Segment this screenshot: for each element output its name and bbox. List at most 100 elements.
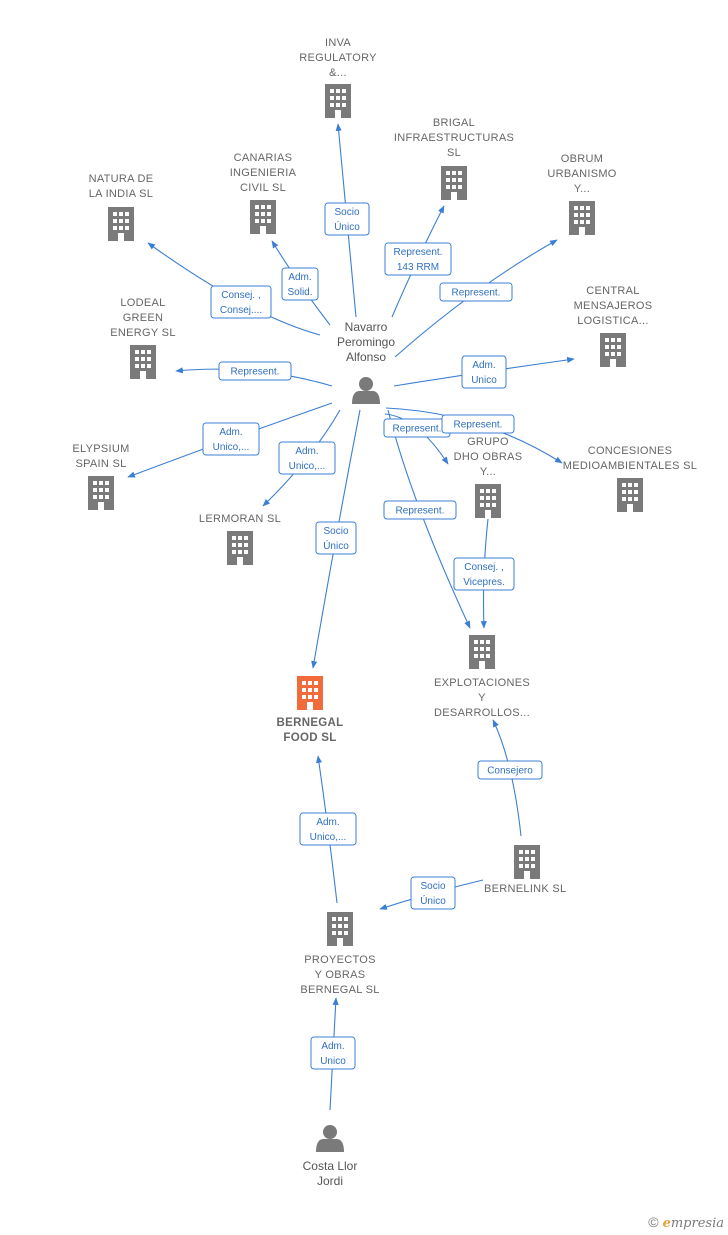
node-label: URBANISMO	[547, 168, 616, 180]
node-bernelink[interactable]: BERNELINK SL	[484, 845, 566, 895]
node-label: CIVIL SL	[240, 182, 286, 194]
building-icon	[250, 200, 276, 234]
node-label: INFRAESTRUCTURAS	[394, 132, 514, 144]
relation-tag-costa-proyectos[interactable]: Adm. Unico	[310, 1036, 356, 1070]
relation-tag-navarro-obrum[interactable]: Represent.	[439, 282, 513, 302]
brand-logo-e: e	[662, 1216, 671, 1231]
relation-tag-text: Consej. ,	[464, 562, 503, 573]
node-explotaciones[interactable]: EXPLOTACIONESYDESARROLLOS...	[434, 635, 530, 719]
relation-tag-navarro-explotaciones[interactable]: Represent.	[383, 500, 457, 520]
building-icon	[469, 635, 495, 669]
building-icon	[327, 912, 353, 946]
node-label: INGENIERIA	[230, 167, 297, 179]
relation-tag-bernelink-explotaciones[interactable]: Consejero	[477, 760, 543, 780]
relation-tag-text: Consej....	[220, 305, 262, 316]
relation-tag-navarro-central[interactable]: Adm. Unico	[461, 355, 507, 389]
relation-tag-text: Adm.	[321, 1041, 344, 1052]
node-label: REGULATORY	[299, 52, 377, 64]
relation-tag-box	[218, 361, 292, 381]
nodes-layer: INVAREGULATORY&...BRIGALINFRAESTRUCTURAS…	[72, 37, 697, 1188]
relation-tag-navarro-brigal[interactable]: Represent.143 RRM	[384, 242, 452, 276]
relation-tag-proyectos-bernegal_food[interactable]: Adm. Unico,...	[299, 812, 357, 846]
relation-tag-box	[383, 500, 457, 520]
relation-tag-text: Solid.	[287, 287, 312, 298]
node-label: ELYPSIUM	[72, 443, 129, 455]
node-bernegal_food[interactable]: BERNEGAL FOOD SL	[277, 676, 344, 744]
relation-tag-navarro-concesiones[interactable]: Represent.	[441, 414, 515, 434]
relation-tag-box	[315, 521, 357, 555]
node-lermoran[interactable]: LERMORAN SL	[199, 513, 281, 565]
building-icon	[475, 484, 501, 518]
relation-tag-text: Adm.	[295, 446, 318, 457]
building-icon	[130, 345, 156, 379]
relation-tag-box	[278, 441, 336, 475]
person-icon	[352, 377, 380, 404]
node-label: SL	[447, 147, 461, 159]
node-label: Y...	[480, 466, 496, 478]
node-label: INVA	[325, 37, 351, 49]
node-label: LOGISTICA...	[577, 315, 648, 327]
relation-tag-text: Socio	[323, 526, 348, 537]
empresia-logo[interactable]: ©empresia	[648, 1214, 724, 1231]
relation-tag-text: Vicepres.	[463, 577, 505, 588]
relation-tag-text: Socio	[420, 881, 445, 892]
building-icon	[88, 476, 114, 510]
relation-tag-box	[453, 557, 515, 591]
node-label: &...	[329, 67, 347, 79]
relation-tag-navarro-grupo[interactable]: Represent.	[383, 418, 451, 438]
node-label: Costa Llor	[303, 1159, 358, 1173]
relation-tag-navarro-lodeal[interactable]: Represent.	[218, 361, 292, 381]
relation-tag-text: Consej. ,	[221, 290, 260, 301]
node-label: BERNEGAL SL	[300, 984, 379, 996]
node-label: LA INDIA SL	[89, 188, 153, 200]
node-label: FOOD SL	[283, 732, 336, 744]
relation-tag-box	[299, 812, 357, 846]
relation-tag-text: Unico	[471, 375, 497, 386]
node-label: CENTRAL	[586, 285, 639, 297]
node-obrum[interactable]: OBRUMURBANISMOY...	[547, 153, 616, 235]
node-label: LODEAL	[120, 297, 165, 309]
node-label: Alfonso	[346, 350, 386, 364]
relation-tag-text: Único	[420, 894, 446, 907]
node-label: Jordi	[317, 1174, 343, 1188]
brand-logo-text: mpresia	[670, 1216, 724, 1231]
relation-tag-text: Adm.	[316, 817, 339, 828]
relation-tag-box	[310, 1036, 356, 1070]
node-central[interactable]: CENTRALMENSAJEROSLOGISTICA...	[574, 285, 653, 367]
relation-tag-navarro-elypsium[interactable]: Adm.Unico,...	[202, 422, 260, 456]
building-icon	[514, 845, 540, 879]
relation-tag-navarro-natura[interactable]: Consej. , Consej....	[210, 285, 272, 319]
relation-tag-text: Único	[323, 539, 349, 552]
node-label: Peromingo	[337, 335, 395, 349]
relation-tag-text: Unico	[320, 1056, 346, 1067]
relation-tag-navarro-canarias[interactable]: Adm. Solid.	[281, 267, 319, 301]
node-label: MEDIOAMBIENTALES SL	[563, 460, 697, 472]
relation-tag-text: Unico,...	[310, 832, 347, 843]
node-label: Navarro	[345, 320, 388, 334]
relation-tag-box	[281, 267, 319, 301]
relation-tag-navarro-lermoran[interactable]: Adm.Unico,...	[278, 441, 336, 475]
building-icon	[600, 333, 626, 367]
relation-tag-text: Adm.	[288, 272, 311, 283]
relation-tag-box	[477, 760, 543, 780]
node-label: DHO OBRAS	[454, 451, 523, 463]
relation-tag-text: Adm.	[472, 360, 495, 371]
node-inva[interactable]: INVA REGULATORY &...	[299, 37, 377, 118]
node-label: BERNEGAL	[277, 717, 344, 729]
building-icon	[325, 84, 351, 118]
building-icon	[297, 676, 323, 710]
relation-tag-grupo-explotaciones[interactable]: Consej. , Vicepres.	[453, 557, 515, 591]
